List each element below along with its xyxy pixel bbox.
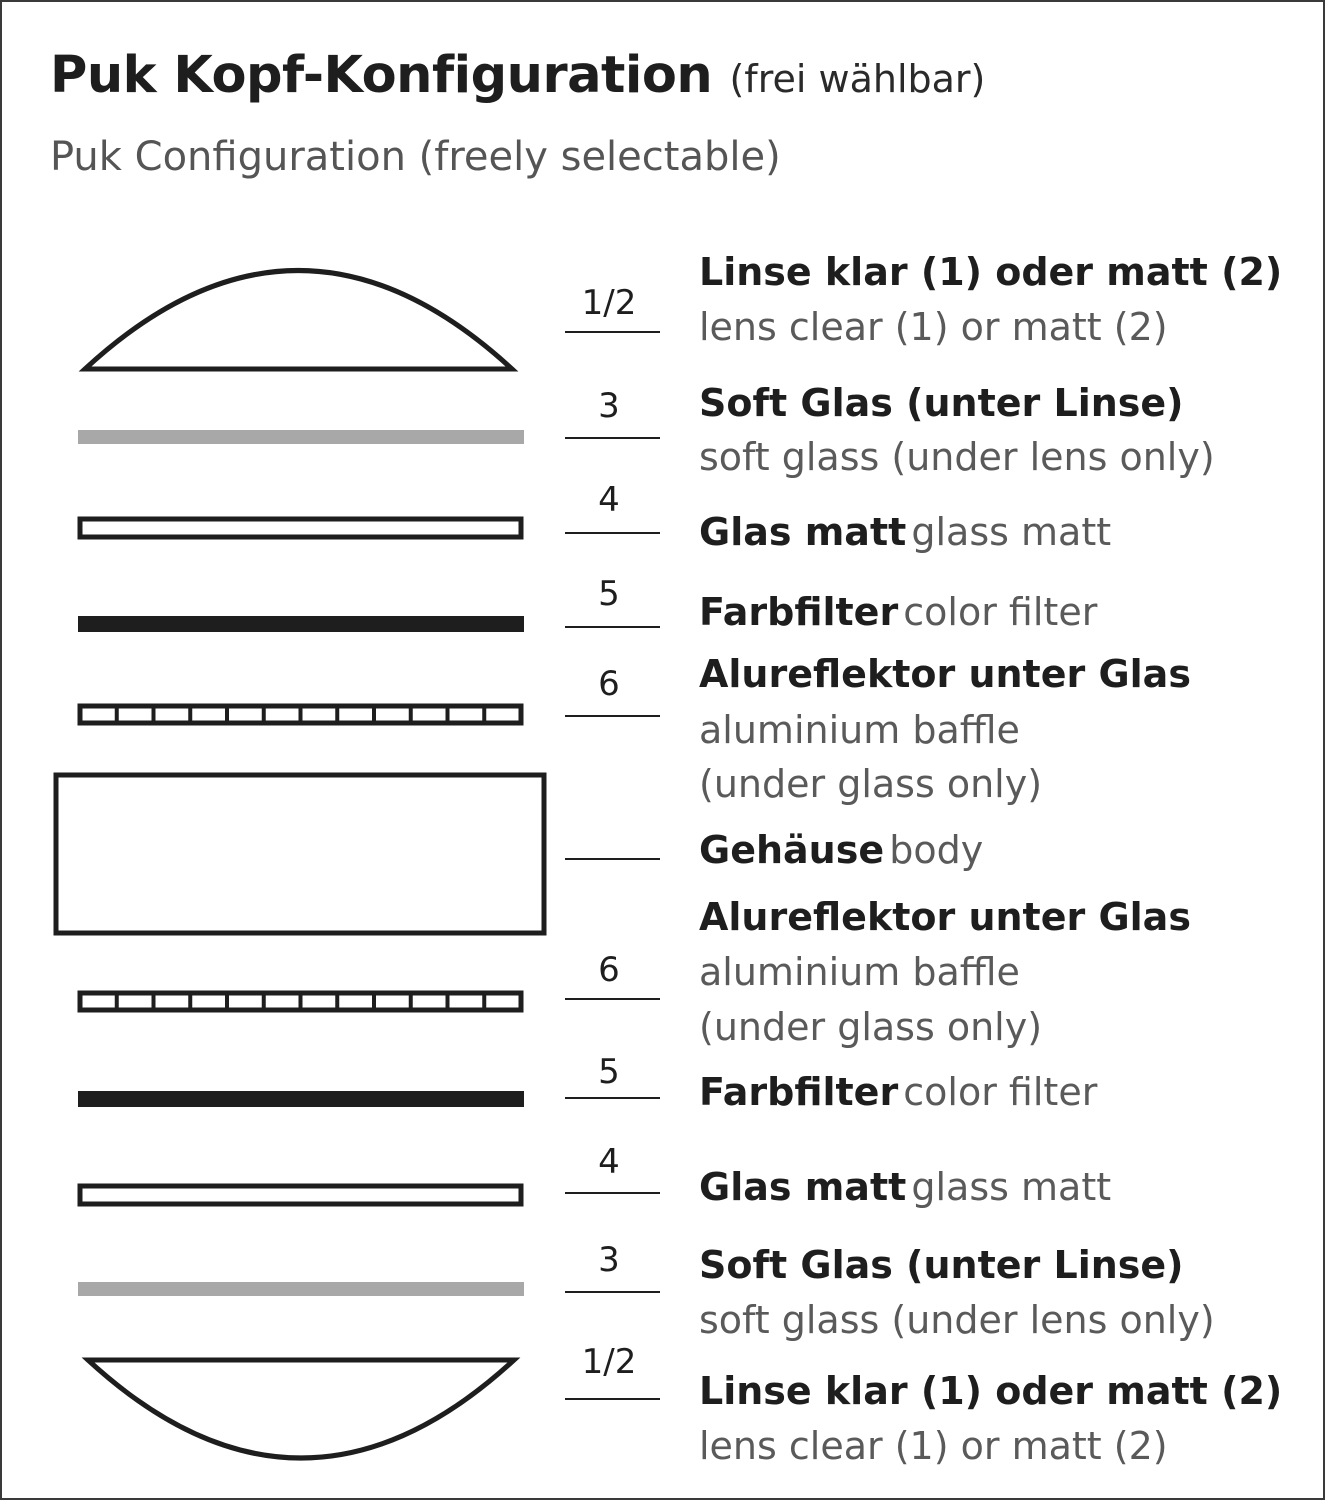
layer-label-de: Soft Glas (unter Linse) [699, 1243, 1184, 1287]
layer-label-de: Linse klar (1) oder matt (2) [699, 1369, 1283, 1413]
layer-label-de: Linse klar (1) oder matt (2) [699, 250, 1283, 294]
layer-label-de: Soft Glas (unter Linse) [699, 381, 1184, 425]
layer-label-en: lens clear (1) or matt (2) [699, 305, 1168, 349]
layer-number: 1/2 [581, 1342, 637, 1382]
layer-label-de: Glas matt [699, 1165, 907, 1209]
color-filter-shape [78, 616, 524, 632]
layer-number: 5 [598, 1052, 620, 1092]
lens-dome-shape [78, 268, 519, 372]
layer-label-en: glass matt [911, 1165, 1112, 1209]
subtitle: Puk Configuration (freely selectable) [50, 134, 781, 180]
layer-label-en: color filter [903, 590, 1098, 634]
layer-label-en: body [889, 828, 984, 872]
layer-label-de: Alureflektor unter Glas [699, 895, 1191, 939]
glass-matt-shape [77, 516, 524, 540]
layer-label-en-2: (under glass only) [699, 1005, 1043, 1049]
layer-label-de: Farbfilter [699, 590, 899, 634]
layer-label-de: Gehäuse [699, 828, 885, 872]
title-main: Puk Kopf-Konfiguration (frei wählbar) [50, 46, 985, 105]
layer-number: 1/2 [581, 283, 637, 323]
layer-label-en: lens clear (1) or matt (2) [699, 1424, 1168, 1468]
layer-label-de: Farbfilter [699, 1070, 899, 1114]
layer-number: 4 [598, 1142, 620, 1182]
layer-label: Farbfilter color filter [699, 590, 1097, 634]
layer-label-de: Glas matt [699, 510, 907, 554]
title-main-suffix: (frei wählbar) [729, 57, 986, 101]
layer-label-de: Alureflektor unter Glas [699, 652, 1191, 696]
layer-number: 5 [598, 574, 620, 614]
layer-label-en: glass matt [911, 510, 1112, 554]
layer-number: 6 [598, 664, 620, 704]
layer-label-en: soft glass (under lens only) [699, 435, 1215, 479]
aluminium-baffle-shape [77, 703, 524, 726]
title-main-text: Puk Kopf-Konfiguration [50, 46, 713, 105]
body-shape [53, 772, 547, 936]
lens-bowl-shape [81, 1357, 521, 1461]
soft-glass-shape [78, 430, 524, 444]
layer-label-en: aluminium baffle [699, 708, 1020, 752]
soft-glass-shape [78, 1282, 524, 1296]
layer-label: Farbfilter color filter [699, 1070, 1097, 1114]
layer-number: 3 [598, 386, 620, 426]
layer-number: 3 [598, 1240, 620, 1280]
leader-lines [565, 331, 660, 1400]
color-filter-shape [78, 1091, 524, 1107]
layer-label-en: soft glass (under lens only) [699, 1298, 1215, 1342]
layer-label-en: aluminium baffle [699, 950, 1020, 994]
layer-label: Gehäuse body [699, 828, 983, 872]
layer-label-en-2: (under glass only) [699, 762, 1043, 806]
glass-matt-shape [77, 1183, 524, 1207]
layer-number: 6 [598, 950, 620, 990]
aluminium-baffle-shape [77, 990, 524, 1013]
layer-number: 4 [598, 480, 620, 520]
layer-label: Glas matt glass matt [699, 1165, 1111, 1209]
layer-label: Glas matt glass matt [699, 510, 1111, 554]
layer-label-en: color filter [903, 1070, 1098, 1114]
